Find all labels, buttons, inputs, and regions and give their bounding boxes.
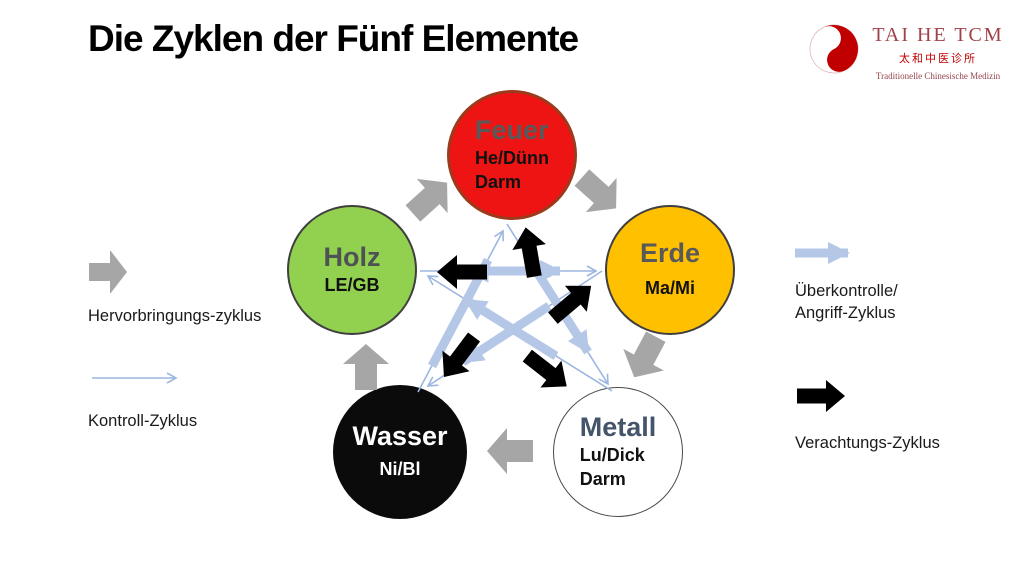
insult-arrow-feuer-wasser <box>442 332 481 377</box>
generation-arrow-wasser-holz <box>343 344 389 390</box>
element-name: Feuer <box>475 114 549 145</box>
element-organs: Lu/Dick Darm <box>579 445 645 489</box>
control-arrow-metall-holz <box>426 275 613 392</box>
brand-logo: TAI HE TCM 太和中医诊所 Traditionelle Chinesis… <box>808 20 1008 82</box>
element-name: Holz <box>323 241 381 272</box>
element-organs: He/Dünn Darm <box>475 148 549 192</box>
legend-overcontrol-label: Überkontrolle/ Angriff-Zyklus <box>795 282 898 323</box>
insult-arrow-metall-feuer <box>512 227 546 278</box>
legend-generation-arrow-icon <box>89 250 127 294</box>
legend-control-label: Kontroll-Zyklus <box>88 412 198 430</box>
legend-insult-label: Verachtungs-Zyklus <box>795 434 940 452</box>
generation-arrow-metall-wasser <box>487 428 533 474</box>
generation-arrow-feuer-erde <box>574 169 617 213</box>
overcontrol-arrow-wasser-feuer <box>428 257 492 369</box>
legend-insult-arrow-icon <box>797 380 845 412</box>
element-name: Wasser <box>352 421 448 452</box>
element-circle-feuer: Feuer He/Dünn Darm <box>447 90 577 220</box>
control-arrow-wasser-feuer <box>417 229 505 393</box>
legend-generation-label: Hervorbringungs-zyklus <box>88 307 262 325</box>
brand-chinese: 太和中医诊所 <box>899 53 977 65</box>
brand-name: TAI HE TCM <box>872 24 1004 46</box>
page-title: Die Zyklen der Fünf Elemente <box>88 18 579 59</box>
control-arrow-feuer-metall <box>506 223 609 386</box>
element-circle-erde: Erde Ma/Mi <box>605 205 735 335</box>
element-name: Erde <box>639 238 701 269</box>
insult-arrow-holz-metall <box>522 349 567 388</box>
element-circle-wasser: Wasser Ni/Bl <box>333 385 467 519</box>
yinyang-icon <box>809 24 859 74</box>
element-circle-holz: Holz LE/GB <box>287 205 417 335</box>
overcontrol-arrow-erde-wasser <box>460 302 552 366</box>
element-circle-metall: Metall Lu/Dick Darm <box>553 387 683 517</box>
overcontrol-arrow-feuer-metall <box>524 255 592 355</box>
brand-tagline: Traditionelle Chinesische Medizin <box>875 71 1001 81</box>
insult-arrow-erde-holz <box>437 255 487 289</box>
generation-arrow-erde-metall <box>623 331 666 378</box>
element-organs: LE/GB <box>324 274 380 295</box>
element-organs: Ni/Bl <box>379 459 421 480</box>
element-organs: Ma/Mi <box>644 278 695 299</box>
control-arrow-erde-wasser <box>426 270 603 387</box>
element-name: Metall <box>579 411 657 442</box>
overcontrol-arrow-metall-holz <box>463 296 559 360</box>
insult-arrow-wasser-erde <box>548 285 592 324</box>
